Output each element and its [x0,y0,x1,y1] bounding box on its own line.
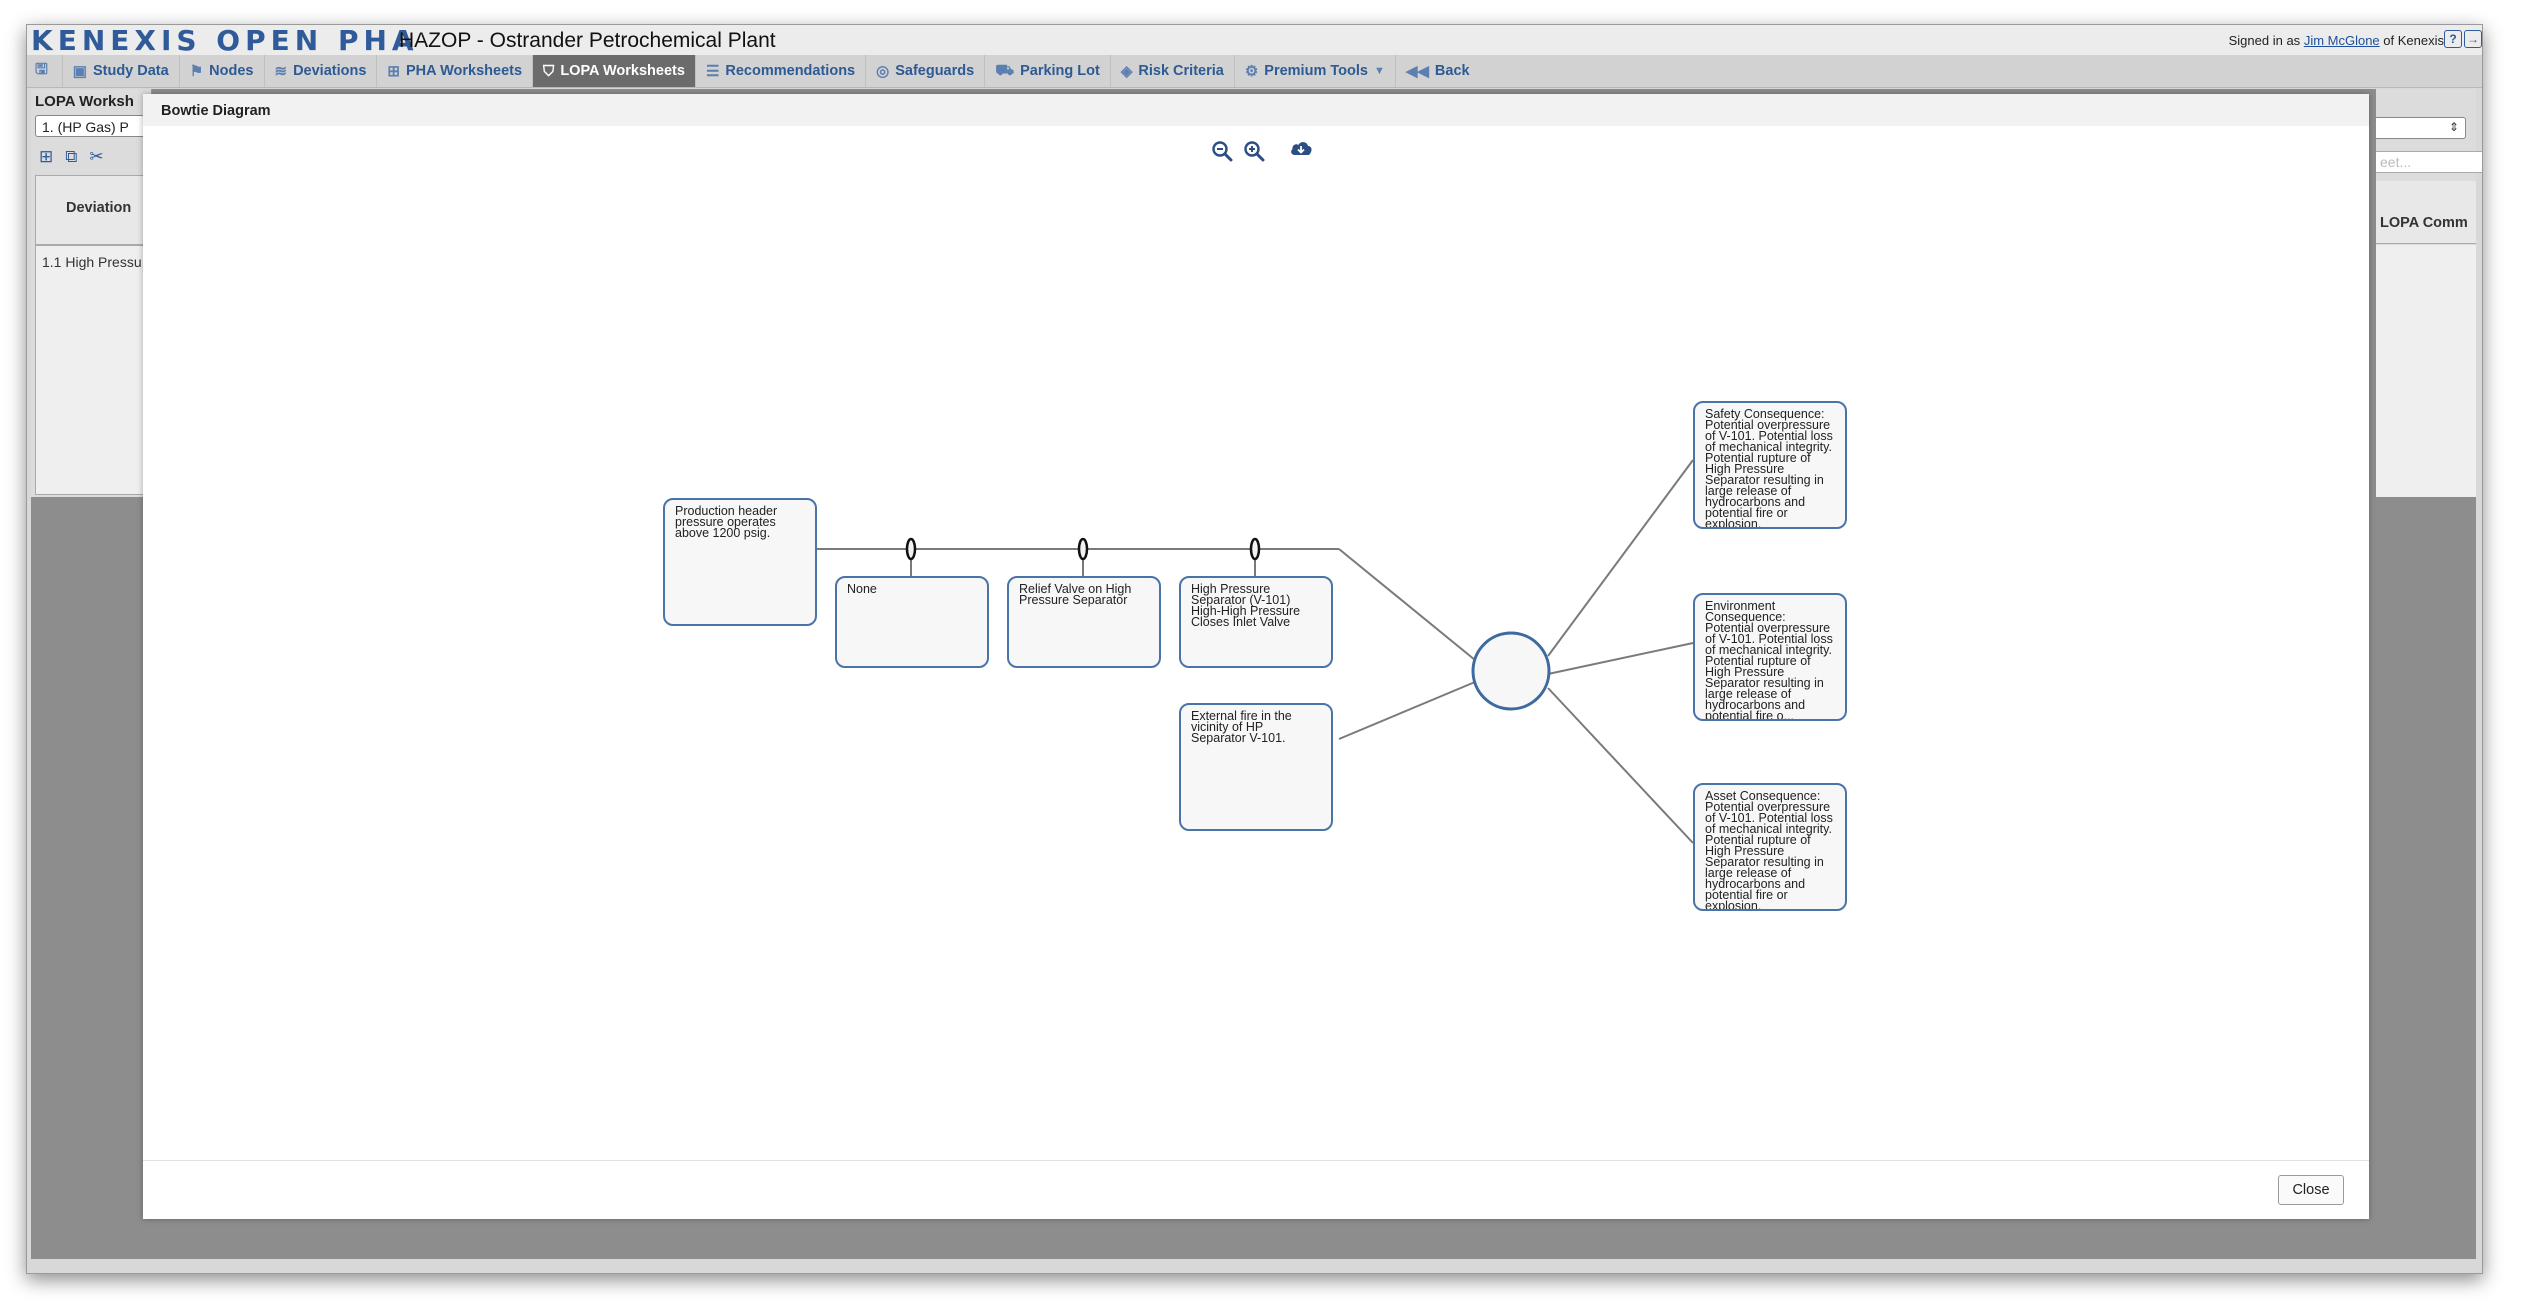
help-icon[interactable]: ? [2444,30,2462,48]
modal-title: Bowtie Diagram [161,103,271,119]
barrier-node[interactable]: High Pressure Separator (V-101) High-Hig… [1179,576,1333,668]
signed-in-suffix: of Kenexis [2383,33,2444,48]
logout-icon[interactable]: → [2464,30,2482,48]
search-input[interactable]: eet... [2376,151,2482,173]
signed-in-text: Signed in as Jim McGlone of Kenexis [2229,33,2444,48]
select-arrows-icon: ⇕ [2448,120,2459,134]
tab-deviations[interactable]: ≋ Deviations [265,55,378,87]
tab-study-data[interactable]: ▣ Study Data [63,55,180,87]
app-window: KENEXIS OPEN PHA HAZOP - Ostrander Petro… [26,24,2483,1274]
tab-label: LOPA Worksheets [560,63,685,79]
cube-icon: ◈ [1120,63,1133,80]
tab-premium-tools[interactable]: ⚙ Premium Tools ▼ [1235,55,1396,87]
grid-header-right: LOPA Comm [2376,181,2476,244]
main-nav: 🖫 ▣ Study Data ⚑ Nodes ≋ Deviations ⊞ PH… [27,55,2482,88]
barrier-node[interactable]: Relief Valve on High Pressure Separator [1007,576,1161,668]
tab-safeguards[interactable]: ◎ Safeguards [866,55,986,87]
tab-recommendations[interactable]: ☰ Recommendations [696,55,867,87]
car-icon: ⛟ [995,61,1015,79]
flag-icon: ⚑ [189,63,204,80]
cut-icon[interactable]: ✂ [89,147,116,166]
user-link[interactable]: Jim McGlone [2303,33,2380,48]
tab-label: Safeguards [895,63,975,79]
zoom-in-icon[interactable] [1243,140,1265,162]
grid-icon: ⊞ [387,63,400,80]
cloud-download-icon[interactable] [1289,138,1313,160]
tab-label: Parking Lot [1020,63,1100,79]
close-button[interactable]: Close [2278,1175,2344,1205]
tab-label: Back [1434,63,1470,79]
tab-nodes[interactable]: ⚑ Nodes [180,55,265,87]
modal-footer: Close [143,1160,2369,1220]
save-icon[interactable]: 🖫 [27,55,63,87]
tab-lopa-worksheets[interactable]: ⛉ LOPA Worksheets [533,55,696,87]
worksheet-toolbar: ⊞⧉✂ [39,147,116,167]
tab-label: Premium Tools [1264,63,1368,79]
column-header-lopa-comments[interactable]: LOPA Comm [2380,215,2468,231]
grid-header: Deviation [35,175,151,245]
barrier-marker [905,537,917,561]
lopa-panel: LOPA Worksh 1. (HP Gas) P ⊞⧉✂ Deviation … [31,89,152,497]
app-header: KENEXIS OPEN PHA HAZOP - Ostrander Petro… [27,24,2482,57]
add-icon[interactable]: ⊞ [39,147,66,166]
shield-icon: ⛉ [543,62,555,80]
table-row[interactable]: 1.1 High Pressu [42,254,142,270]
worksheet-select[interactable]: 1. (HP Gas) P [35,115,145,137]
rewind-icon: ◀◀ [1405,63,1429,80]
column-header-deviation[interactable]: Deviation [66,200,132,216]
grid-body-right [2376,245,2476,497]
cause-node[interactable]: Production header pressure operates abov… [663,498,817,626]
right-panel: ⇕ eet... LOPA Comm [2376,89,2482,497]
consequence-node-asset[interactable]: Asset Consequence: Potential overpressur… [1693,783,1847,911]
barrier-marker [1249,537,1261,561]
tab-pha-worksheets[interactable]: ⊞ PHA Worksheets [377,55,534,87]
cause-node[interactable]: External fire in the vicinity of HP Sepa… [1179,703,1333,831]
tab-label: Deviations [293,63,367,79]
tab-label: Recommendations [725,63,856,79]
tab-parking-lot[interactable]: ⛟ Parking Lot [985,55,1111,87]
consequence-node-environment[interactable]: Environment Consequence: Potential overp… [1693,593,1847,721]
caret-down-icon: ▼ [1373,65,1385,77]
gears-icon: ⚙ [1244,63,1259,80]
tab-label: PHA Worksheets [406,63,523,79]
panel-title: LOPA Worksh [35,93,134,110]
right-select[interactable]: ⇕ [2376,117,2466,139]
zoom-out-icon[interactable] [1211,140,1233,162]
grid-body: 1.1 High Pressu [35,245,151,495]
modal-header: Bowtie Diagram [143,94,2369,126]
list-icon: ☰ [705,63,720,80]
tab-label: Study Data [92,63,169,79]
top-event-circle[interactable] [1471,631,1551,711]
bowtie-canvas: Production header pressure operates abov… [143,126,2369,1158]
signed-in-prefix: Signed in as [2228,33,2301,48]
bowtie-connectors [817,459,1694,844]
copy-icon[interactable]: ⧉ [65,147,90,166]
barrier-node[interactable]: None [835,576,989,668]
lifebuoy-icon: ◎ [876,63,890,80]
tab-label: Risk Criteria [1138,63,1224,79]
tab-risk-criteria[interactable]: ◈ Risk Criteria [1111,55,1235,87]
kenexis-logo: KENEXIS OPEN PHA [31,24,419,57]
database-icon: ≋ [274,63,288,80]
back-button[interactable]: ◀◀ Back [1396,55,1480,87]
barrier-marker [1077,537,1089,561]
study-title: HAZOP - Ostrander Petrochemical Plant [399,29,776,52]
bowtie-modal: Bowtie Diagram [143,94,2369,1219]
consequence-node-safety[interactable]: Safety Consequence: Potential overpressu… [1693,401,1847,529]
tab-label: Nodes [209,63,254,79]
id-card-icon: ▣ [72,63,87,80]
